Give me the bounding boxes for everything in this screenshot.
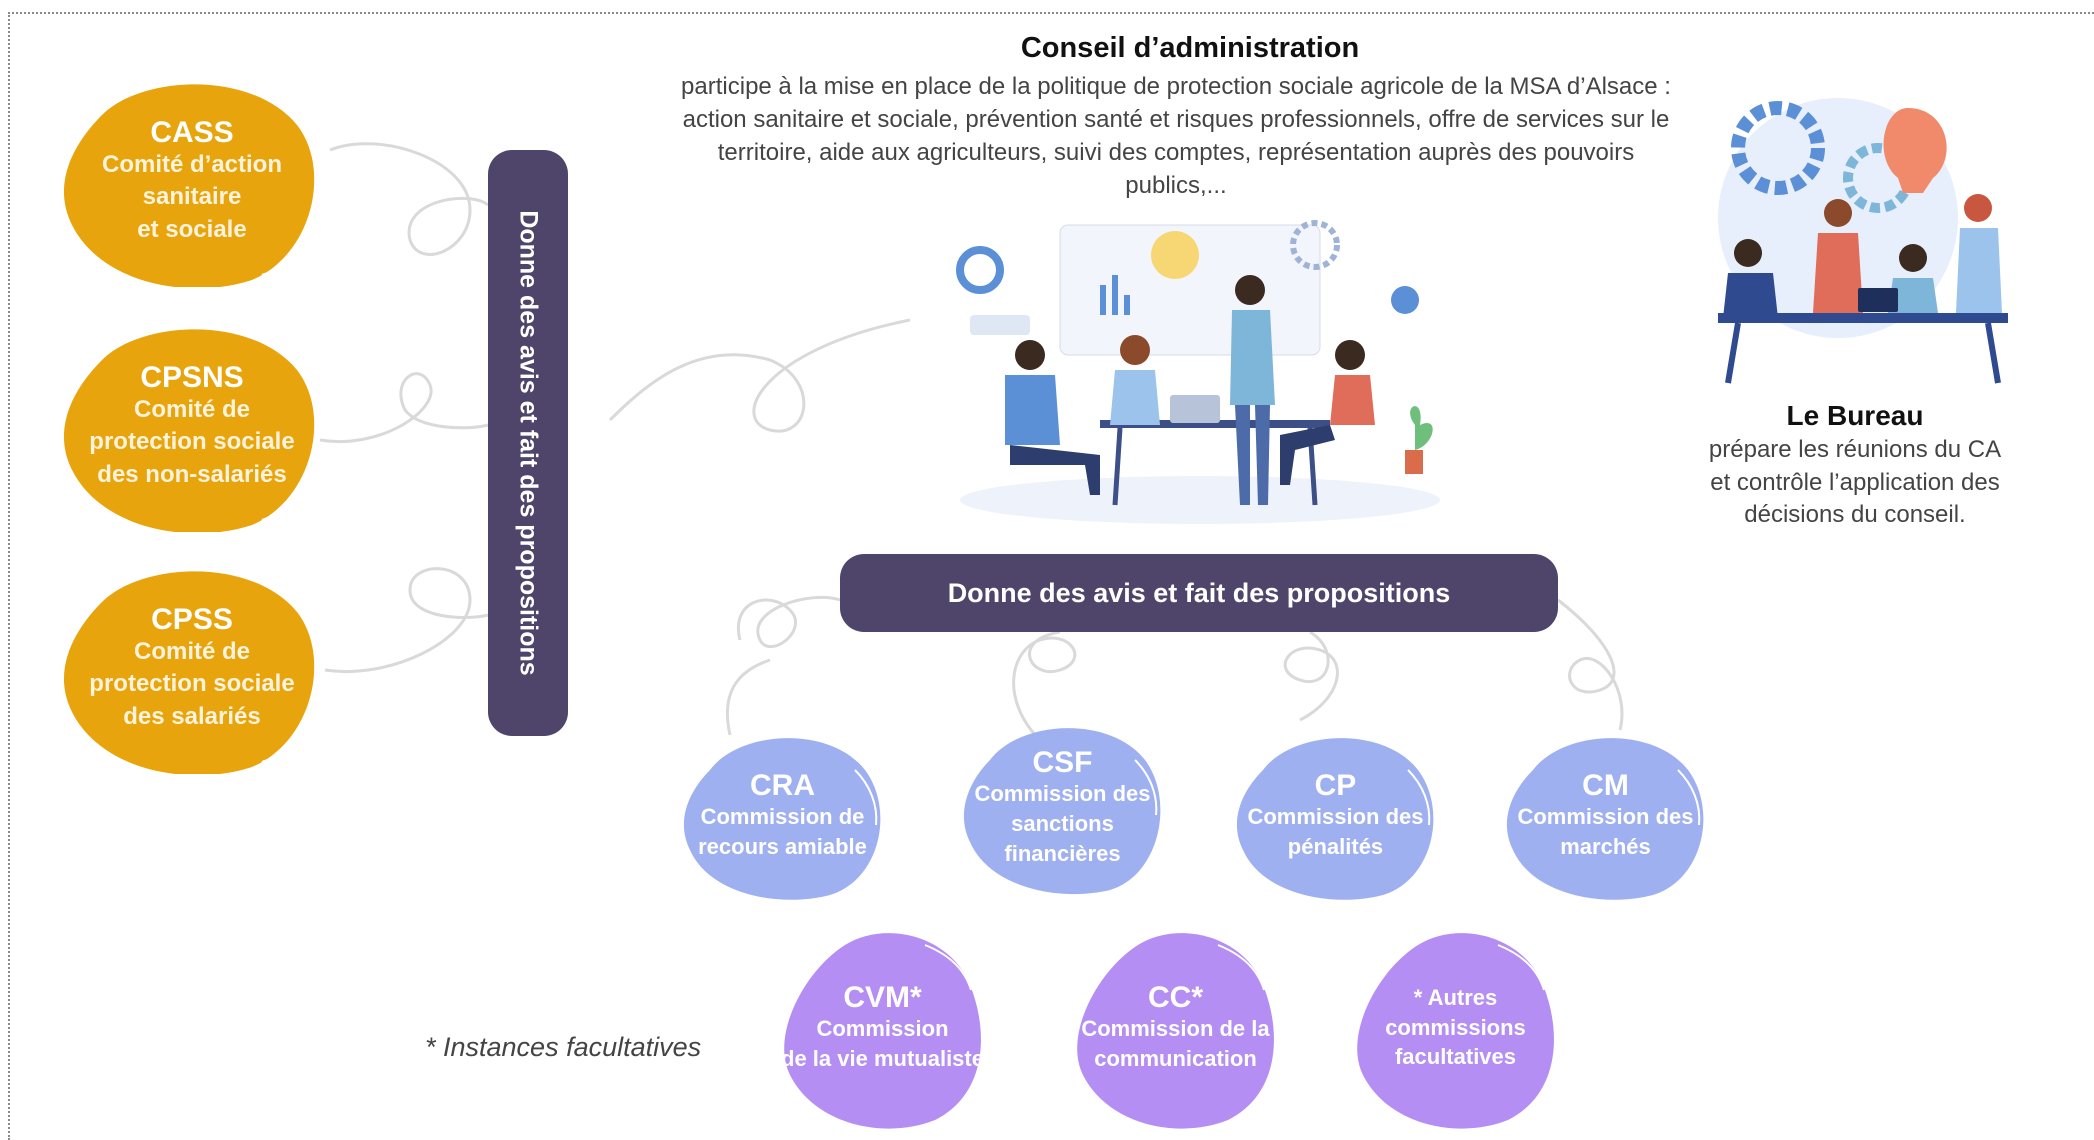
conseil-title: Conseil d’administration — [1020, 32, 1360, 64]
conseil-description: participe à la mise en place de la polit… — [681, 73, 1671, 200]
comite-cpss: CPSS Comité de protection sociale des sa… — [62, 562, 322, 774]
commission-csf: CSF Commission des sanctions financières — [960, 720, 1165, 895]
commission-cc: CC* Commission de la communication — [1068, 925, 1283, 1130]
horizontal-bar-label: Donne des avis et fait des propositions — [947, 577, 1451, 608]
commission-abbr: CSF — [1032, 746, 1093, 780]
comite-full-name: Comité d’action sanitaire et sociale — [101, 150, 282, 243]
blob-shape-icon — [1506, 738, 1704, 900]
commission-full-name: Commission de la vie mutualiste — [781, 1016, 984, 1071]
blob-shape-icon — [784, 933, 981, 1129]
commission-abbr: CRA — [750, 768, 815, 802]
commission-abbr: CM — [1582, 768, 1629, 802]
blob-shape-icon — [64, 329, 315, 532]
comite-cass: CASS Comité d’action sanitaire et social… — [62, 75, 322, 287]
blob-shape-icon — [1357, 933, 1554, 1129]
commission-cm: CM Commission des marchés — [1503, 730, 1708, 900]
blob-shape-icon — [64, 84, 315, 287]
commission-cvm: CVM* Commission de la vie mutualiste — [775, 925, 990, 1130]
commission-abbr: CC* — [1147, 981, 1203, 1015]
bureau-title: Le Bureau — [1786, 400, 1924, 431]
vertical-bar-label: Donne des avis et fait des propositions — [514, 210, 543, 676]
comite-abbr: CPSS — [151, 602, 233, 636]
vertical-proposals-bar: Donne des avis et fait des propositions — [488, 150, 568, 736]
dotted-frame — [8, 12, 2094, 1140]
commission-full-name: * Autres commissions facultatives — [1385, 984, 1526, 1070]
horizontal-proposals-bar: Donne des avis et fait des propositions — [840, 554, 1558, 632]
commission-cp: CP Commission des pénalités — [1233, 730, 1438, 900]
commission-full-name: Commission des marchés — [1517, 803, 1694, 859]
comite-full-name: Comité de protection sociale des non-sal… — [89, 395, 295, 488]
commission-full-name: Commission des pénalités — [1247, 803, 1424, 859]
comite-full-name: Comité de protection sociale des salarié… — [89, 637, 295, 730]
comite-cpsns: CPSNS Comité de protection sociale des n… — [62, 320, 322, 532]
blob-shape-icon — [1077, 933, 1274, 1129]
blob-shape-icon — [683, 738, 881, 900]
blob-shape-icon — [963, 728, 1161, 895]
commission-autres: * Autres commissions facultatives — [1348, 925, 1563, 1130]
meeting-illustration — [956, 220, 1440, 524]
comite-abbr: CPSNS — [140, 360, 244, 394]
commission-full-name: Commission des sanctions financières — [974, 781, 1151, 866]
bureau-description: prépare les réunions du CA et contrôle l… — [1708, 436, 2002, 529]
commission-abbr: CVM* — [843, 981, 922, 1015]
bureau-illustration — [1718, 98, 2008, 384]
footnote: * Instances facultatives — [425, 1032, 702, 1062]
blob-shape-icon — [64, 571, 315, 774]
commission-full-name: Commission de recours amiable — [698, 803, 867, 859]
blob-shape-icon — [1236, 738, 1434, 900]
commission-cra: CRA Commission de recours amiable — [680, 730, 885, 900]
commission-abbr: CP — [1314, 768, 1357, 802]
commission-full-name: Commission de la communication — [1081, 1016, 1270, 1071]
comite-abbr: CASS — [150, 115, 234, 149]
